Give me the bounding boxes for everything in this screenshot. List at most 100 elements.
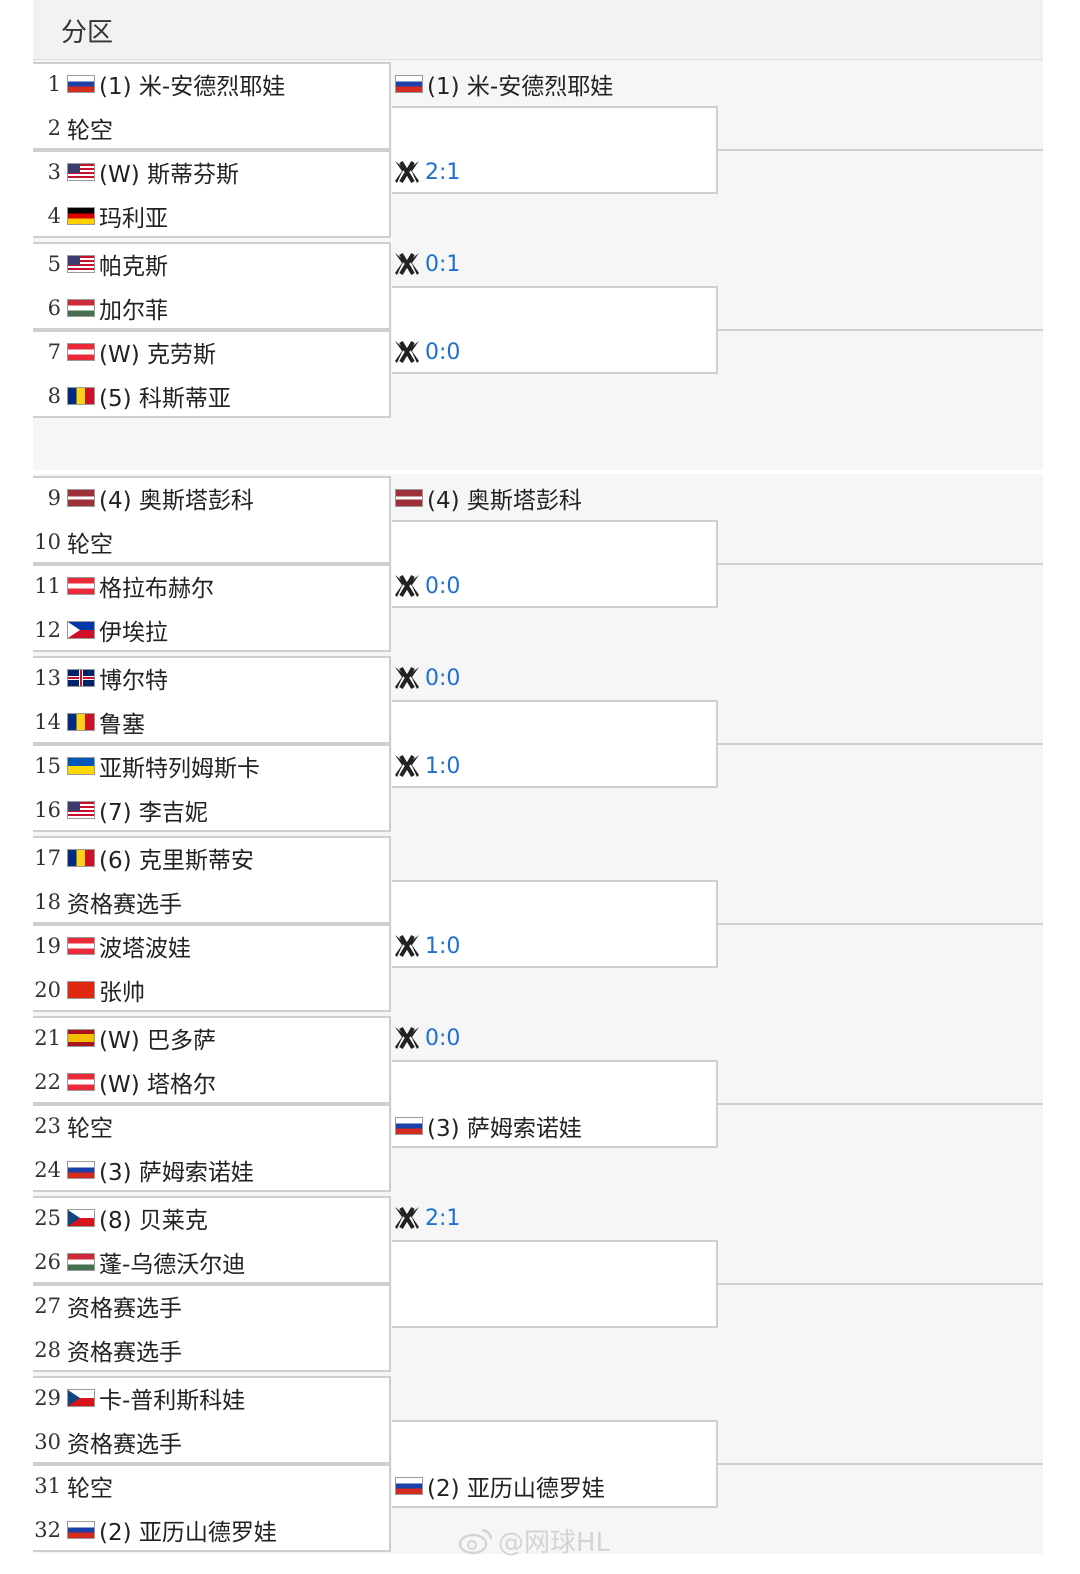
player-name: (W) 塔格尔	[99, 1072, 216, 1098]
draw-entry[interactable]: 21(W) 巴多萨	[33, 1016, 391, 1060]
draw-position: 4	[47, 204, 61, 228]
head-to-head-score[interactable]: 0:0	[393, 564, 460, 608]
page-title: 分区	[61, 18, 114, 48]
head-to-head-score[interactable]: 1:0	[393, 744, 460, 788]
draw-entry[interactable]: 6 加尔菲	[33, 286, 391, 330]
player-name: 亚斯特列姆斯卡	[99, 756, 260, 782]
draw-entry[interactable]: 16(7) 李吉妮	[33, 788, 391, 832]
h2h-score-text: 0:0	[425, 1025, 461, 1051]
flag-icon	[67, 207, 95, 225]
head-to-head-score[interactable]: 2:1	[393, 1196, 460, 1240]
player-name: (4) 奥斯塔彭科	[427, 488, 582, 514]
h2h-score-text: 0:0	[425, 573, 461, 599]
head-to-head-score[interactable]: 0:0	[393, 656, 460, 700]
player-name: (2) 亚历山德罗娃	[427, 1476, 605, 1502]
flag-icon	[67, 713, 95, 731]
draw-position: 25	[34, 1206, 61, 1230]
head-to-head-icon	[395, 160, 419, 184]
draw-entry[interactable]: 15 亚斯特列姆斯卡	[33, 744, 391, 788]
h2h-score-text: 1:0	[425, 933, 461, 959]
draw-position: 22	[34, 1070, 61, 1094]
head-to-head-score[interactable]: 0:0	[393, 1016, 460, 1060]
draw-entry[interactable]: 17(6) 克里斯蒂安	[33, 836, 391, 880]
draw-entry[interactable]: 24(3) 萨姆索诺娃	[33, 1148, 391, 1192]
draw-position: 11	[34, 574, 61, 598]
draw-entry[interactable]: 22 (W) 塔格尔	[33, 1060, 391, 1104]
draw-position: 5	[47, 252, 61, 276]
advanced-player[interactable]: (2) 亚历山德罗娃	[393, 1464, 605, 1508]
draw-position: 14	[34, 710, 61, 734]
bracket-connector	[718, 923, 1043, 925]
head-to-head-icon	[395, 574, 419, 598]
advanced-player[interactable]: (4) 奥斯塔彭科	[393, 476, 582, 520]
draw-entry[interactable]: 3(W) 斯蒂芬斯	[33, 150, 391, 194]
match-box	[33, 836, 391, 924]
round2-match-box	[392, 286, 718, 374]
flag-icon	[67, 299, 95, 317]
player-name: 轮空	[67, 532, 113, 558]
flag-icon	[67, 669, 95, 687]
draw-entry[interactable]: 11 格拉布赫尔	[33, 564, 391, 608]
head-to-head-score[interactable]: 1:0	[393, 924, 460, 968]
flag-icon	[67, 849, 95, 867]
player-name: 加尔菲	[99, 298, 168, 324]
draw-position: 6	[47, 296, 61, 320]
player-name: (1) 米-安德烈耶娃	[99, 74, 286, 100]
match-box	[33, 1284, 391, 1372]
head-to-head-score[interactable]: 0:0	[393, 330, 460, 374]
head-to-head-icon	[395, 1026, 419, 1050]
flag-icon	[67, 1029, 95, 1047]
head-to-head-score[interactable]: 0:1	[393, 242, 460, 286]
bracket-connector	[718, 1463, 1043, 1465]
player-name: 资格赛选手	[67, 1432, 182, 1458]
draw-position: 15	[34, 754, 61, 778]
draw-position: 18	[34, 890, 61, 914]
advanced-player[interactable]: (1) 米-安德烈耶娃	[393, 62, 613, 106]
player-name: 轮空	[67, 118, 113, 144]
draw-entry[interactable]: 32 (2) 亚历山德罗娃	[33, 1508, 391, 1552]
flag-icon	[67, 1253, 95, 1271]
draw-position: 1	[47, 72, 61, 96]
head-to-head-score[interactable]: 2:1	[393, 150, 460, 194]
player-name: 格拉布赫尔	[99, 576, 214, 602]
advanced-player[interactable]: (3) 萨姆索诺娃	[393, 1104, 582, 1148]
draw-entry[interactable]: 7(W) 克劳斯	[33, 330, 391, 374]
bracket-connector	[718, 563, 1043, 565]
player-name: (2) 亚历山德罗娃	[99, 1520, 277, 1546]
bracket-connector	[718, 149, 1043, 151]
bracket-connector	[718, 1283, 1043, 1285]
flag-icon	[67, 343, 95, 361]
draw-position: 32	[34, 1518, 61, 1542]
draw-position: 21	[34, 1026, 61, 1050]
draw-position: 26	[34, 1250, 61, 1274]
draw-entry[interactable]: 25 (8) 贝莱克	[33, 1196, 391, 1240]
draw-position: 9	[47, 486, 61, 510]
draw-entry[interactable]: 9 (4) 奥斯塔彭科	[33, 476, 391, 520]
draw-entry[interactable]: 1 (1) 米-安德烈耶娃	[33, 62, 391, 106]
player-name: (4) 奥斯塔彭科	[99, 488, 254, 514]
draw-entry[interactable]: 8(5) 科斯蒂亚	[33, 374, 391, 418]
player-name: (8) 贝莱克	[99, 1208, 208, 1234]
head-to-head-icon	[395, 340, 419, 364]
